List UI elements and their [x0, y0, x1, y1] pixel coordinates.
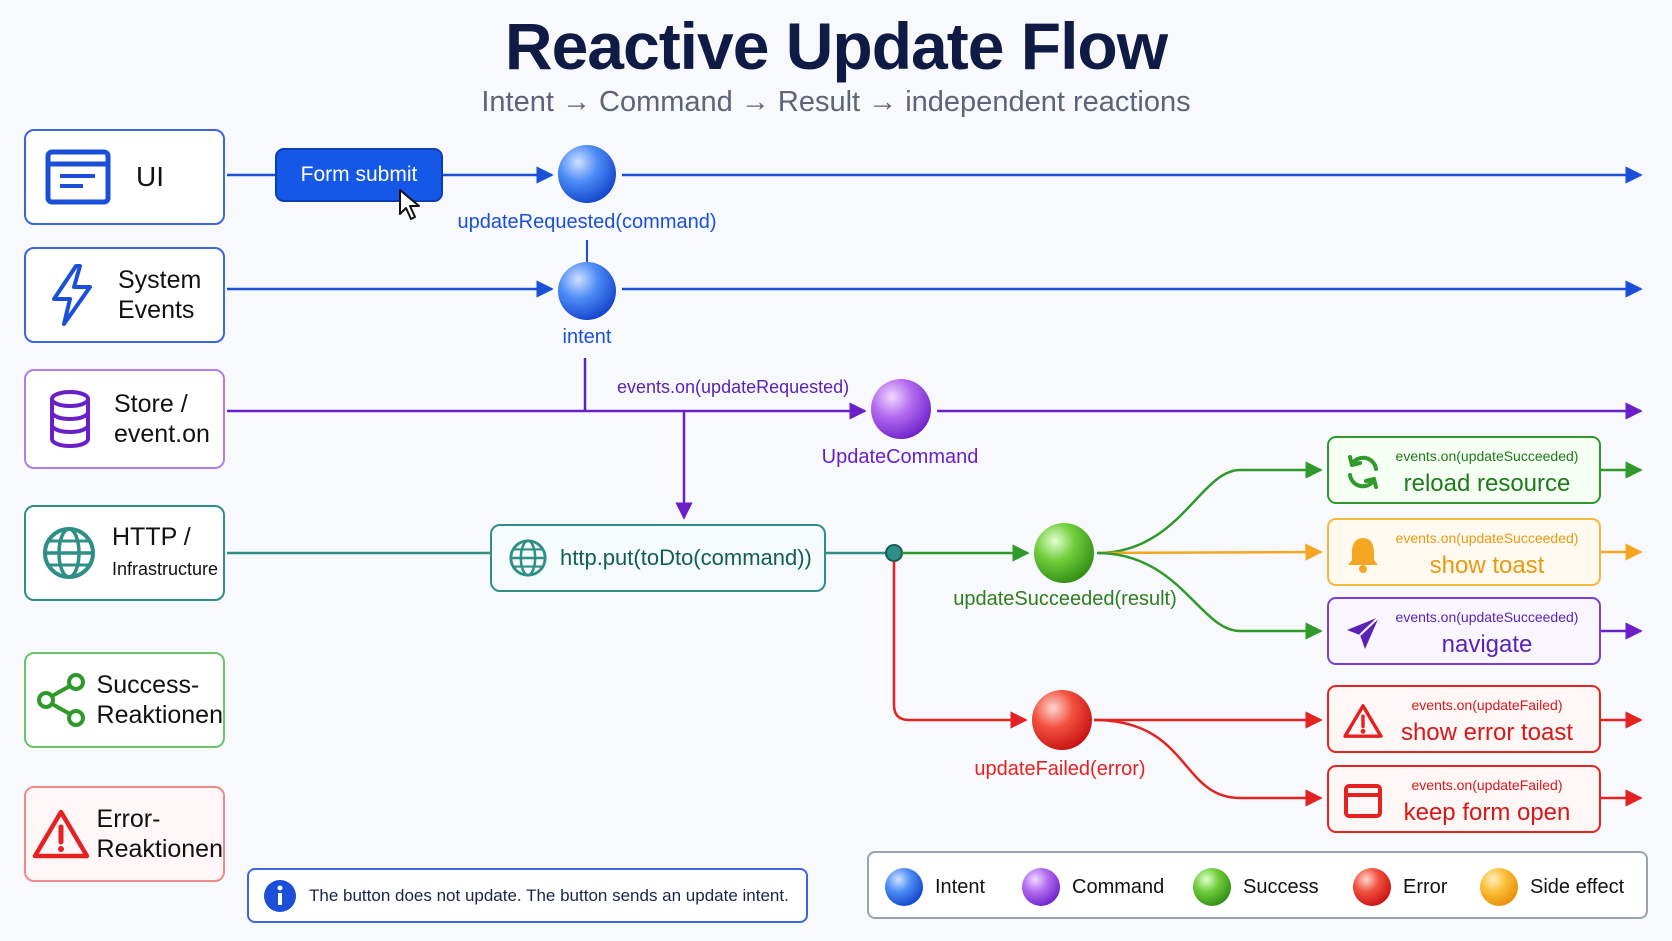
- lane-success-line1: Success-: [96, 671, 200, 699]
- legend-item-side-effect: Side effect: [1480, 867, 1624, 907]
- lane-success: Success-Reaktionen: [24, 652, 225, 748]
- lane-store-line1: Store /: [114, 390, 188, 418]
- warning-icon: [26, 808, 97, 860]
- lane-error-line2: Reaktionen: [96, 835, 223, 863]
- http-junction: [885, 544, 903, 562]
- legend-label: Side effect: [1530, 875, 1625, 898]
- reaction-keep-form-open: events.on(updateFailed) keep form open: [1327, 765, 1601, 833]
- update-requested-label: updateRequested(command): [457, 211, 717, 233]
- update-command-label: UpdateCommand: [821, 446, 979, 468]
- legend-label: Command: [1072, 875, 1165, 898]
- info-note-text: The button does not update. The button s…: [309, 885, 789, 905]
- legend-swatch: [885, 868, 923, 906]
- legend-item-command: Command: [1022, 867, 1164, 907]
- legend-item-error: Error: [1353, 867, 1447, 907]
- reaction-navigate: events.on(updateSucceeded) navigate: [1327, 597, 1601, 665]
- legend-swatch: [1022, 868, 1060, 906]
- window-icon: [26, 149, 130, 205]
- legend-swatch: [1480, 868, 1518, 906]
- legend-swatch: [1353, 868, 1391, 906]
- update-failed-label: updateFailed(error): [974, 758, 1146, 780]
- lane-system-line2: Events: [118, 296, 195, 324]
- legend-label: Intent: [935, 875, 986, 898]
- success-branch-toast: [1096, 543, 1323, 561]
- lane-http: HTTP / Infrastructure: [24, 505, 225, 601]
- page-title: Reactive Update Flow: [504, 9, 1168, 83]
- reaction-action: reload resource: [1403, 470, 1571, 497]
- lane-store-line2: event.on: [114, 420, 210, 448]
- bell-icon: [1343, 534, 1383, 574]
- error-wire-in: [892, 561, 1028, 729]
- info-icon: [263, 879, 297, 913]
- update-command-node: [871, 379, 931, 439]
- lane-http-line1: HTTP /: [112, 523, 191, 551]
- form-submit-button[interactable]: Form submit: [275, 148, 443, 202]
- success-branch-navigate: [1096, 551, 1323, 640]
- info-note: The button does not update. The button s…: [247, 868, 808, 923]
- update-succeeded-node: [1034, 523, 1094, 583]
- lane-error: Error-Reaktionen: [24, 786, 225, 882]
- refresh-icon: [1343, 452, 1383, 492]
- legend-item-intent: Intent: [885, 867, 985, 907]
- update-succeeded-label: updateSucceeded(result): [953, 588, 1177, 610]
- legend-label: Error: [1403, 875, 1448, 898]
- lane-error-line1: Error-: [96, 805, 161, 833]
- http-put-box: http.put(toDto(command)): [490, 524, 826, 592]
- lightning-icon: [26, 263, 118, 327]
- legend: Intent Command Success Error Side effect: [867, 851, 1648, 919]
- reaction-action: show toast: [1429, 552, 1545, 579]
- lane-ui: UI: [24, 129, 225, 225]
- reaction-event: events.on(updateSucceeded): [1395, 609, 1579, 625]
- reaction-reload-resource: events.on(updateSucceeded) reload resour…: [1327, 436, 1601, 504]
- cursor-icon: [399, 189, 420, 220]
- globe-icon: [26, 525, 112, 581]
- reaction-event: events.on(updateFailed): [1411, 777, 1563, 793]
- page-subtitle: Intent → Command → Result → independent …: [481, 86, 1191, 118]
- reaction-action: navigate: [1441, 631, 1533, 658]
- legend-label: Success: [1243, 875, 1319, 898]
- lane-http-line2: Infrastructure: [112, 559, 219, 579]
- reaction-event: events.on(updateSucceeded): [1395, 530, 1579, 546]
- globe-icon: [508, 538, 548, 578]
- intent-node: [558, 262, 616, 320]
- reaction-action: show error toast: [1400, 719, 1574, 746]
- lane-system-line1: System: [118, 266, 202, 294]
- legend-swatch: [1193, 868, 1231, 906]
- lane-store: Store /event.on: [24, 369, 225, 469]
- reaction-event: events.on(updateSucceeded): [1395, 448, 1579, 464]
- reaction-show-error-toast: events.on(updateFailed) show error toast: [1327, 685, 1601, 753]
- lane-ui-label: UI: [136, 161, 164, 192]
- send-icon: [1343, 613, 1383, 653]
- intent-label: intent: [562, 326, 612, 348]
- reaction-show-toast: events.on(updateSucceeded) show toast: [1327, 518, 1601, 586]
- error-branch-keep-open: [1093, 718, 1323, 807]
- form-submit-label: Form submit: [300, 163, 418, 186]
- database-icon: [26, 390, 114, 448]
- events-on-requested-label: events.on(updateRequested): [617, 377, 850, 397]
- warning-icon: [1343, 701, 1383, 741]
- update-requested-node: [558, 145, 616, 203]
- window-icon: [1343, 781, 1383, 821]
- share-icon: [26, 673, 97, 727]
- success-branch-reload: [1096, 461, 1323, 555]
- legend-item-success: Success: [1193, 867, 1319, 907]
- reaction-event: events.on(updateFailed): [1411, 697, 1563, 713]
- http-put-label: http.put(toDto(command)): [560, 545, 812, 570]
- reaction-action: keep form open: [1403, 799, 1571, 826]
- lane-success-line2: Reaktionen: [96, 701, 223, 729]
- update-failed-node: [1032, 690, 1092, 750]
